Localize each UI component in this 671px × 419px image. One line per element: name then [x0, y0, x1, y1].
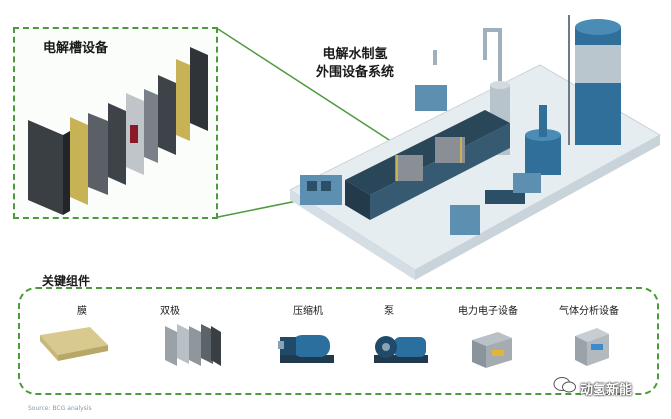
end-plate-rear — [190, 47, 208, 131]
bipolar-plate-gold — [70, 117, 88, 205]
component-compressor-label: 压缩机 — [293, 306, 323, 317]
source-note: Source: BCG analysis — [28, 405, 92, 412]
end-plate-front — [28, 120, 63, 215]
component-membrane-label: 膜 — [77, 306, 87, 317]
pump-icon — [374, 336, 428, 363]
pump-unit — [450, 205, 480, 235]
component-pump-label: 泵 — [384, 306, 394, 317]
bipolar-plate-gold-rear — [176, 59, 190, 141]
electrolyzer-cell-label: 电解槽设备 — [43, 41, 109, 56]
blue-vessel — [525, 135, 561, 175]
compressor-icon — [278, 335, 334, 363]
component-gas-analysis-label: 气体分析设备 — [559, 306, 619, 317]
wechat-logo-icon — [553, 377, 576, 393]
component-power-electronics-label: 电力电子设备 — [458, 306, 518, 317]
system-title-line1: 电解水制氢 — [322, 47, 388, 62]
hydrogen-plant-illustration — [288, 15, 662, 280]
system-title: 电解水制氢 外围设备系统 — [300, 46, 410, 82]
electrolyzer-housing — [345, 110, 510, 195]
system-title-line2: 外围设备系统 — [315, 65, 394, 80]
gas-analyzer-icon — [575, 328, 609, 366]
key-components-label: 关键组件 — [42, 274, 91, 288]
bipolar-plates-icon — [165, 324, 221, 366]
watermark-brand: 动氢新能 — [580, 383, 633, 398]
membrane-icon — [40, 327, 108, 361]
storage-tank — [575, 27, 621, 145]
power-electronics-icon — [472, 332, 512, 368]
component-bipolar-label: 双极 — [160, 306, 180, 317]
key-components-panel — [18, 287, 659, 395]
exploded-cell-stack-illustration — [28, 47, 208, 215]
